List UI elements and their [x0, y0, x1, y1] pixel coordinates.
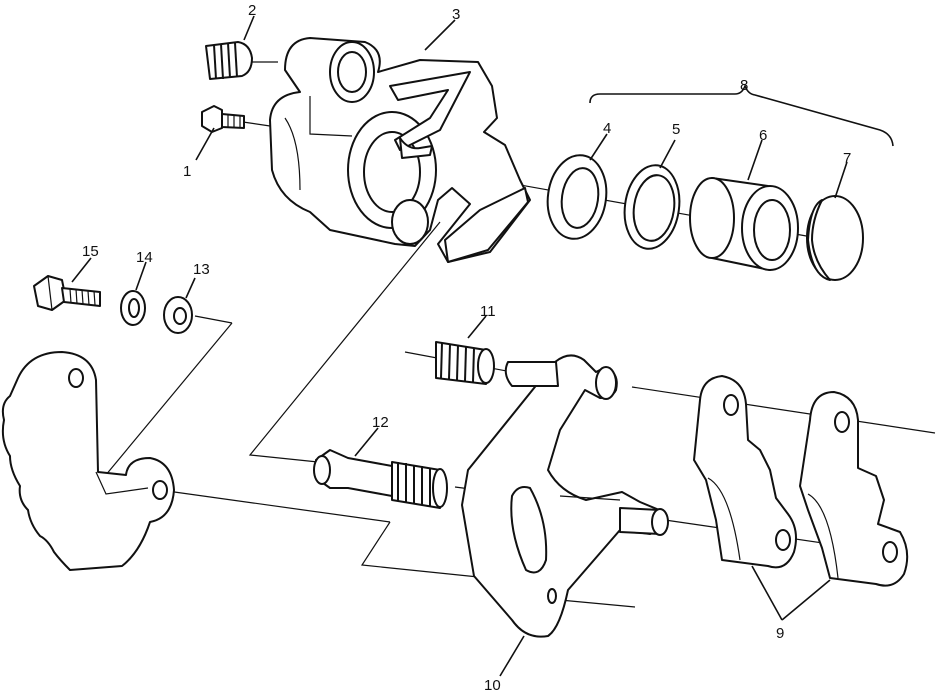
callout-8: 8: [740, 77, 748, 94]
part-3-caliper-housing: [269, 37, 531, 263]
leader-lines: [71, 15, 848, 677]
callout-6: 6: [759, 127, 767, 144]
callout-3: 3: [452, 6, 460, 23]
callout-4: 4: [603, 120, 611, 137]
part-13-washer: [163, 296, 193, 334]
part-15-bolt: [33, 275, 101, 311]
part-10-caliper-bracket: [461, 354, 669, 638]
callout-11: 11: [480, 303, 496, 320]
part-8-bracket: [589, 83, 894, 147]
callout-13: 13: [193, 261, 210, 278]
part-12-slide-pin: [313, 449, 448, 509]
part-4-seal: [546, 154, 608, 240]
callout-9: 9: [776, 625, 784, 642]
knuckle-arm: [1, 351, 175, 571]
part-9-brake-pad-outer: [799, 391, 909, 587]
callout-7: 7: [843, 150, 851, 167]
part-7-cap: [806, 195, 864, 281]
callout-10: 10: [484, 677, 501, 690]
part-6-piston: [689, 177, 799, 271]
callout-15: 15: [82, 243, 99, 260]
callout-5: 5: [672, 121, 680, 138]
callout-2: 2: [248, 2, 256, 19]
part-5-dust-seal: [623, 164, 681, 250]
part-2-plug: [205, 41, 253, 80]
part-14-lock-washer: [120, 290, 146, 326]
part-9-brake-pad-inner: [693, 375, 797, 569]
part-1-bleeder-valve: [201, 105, 245, 133]
callout-1: 1: [183, 163, 191, 180]
part-11-bushing: [435, 341, 495, 385]
callout-12: 12: [372, 414, 389, 431]
callout-14: 14: [136, 249, 153, 266]
